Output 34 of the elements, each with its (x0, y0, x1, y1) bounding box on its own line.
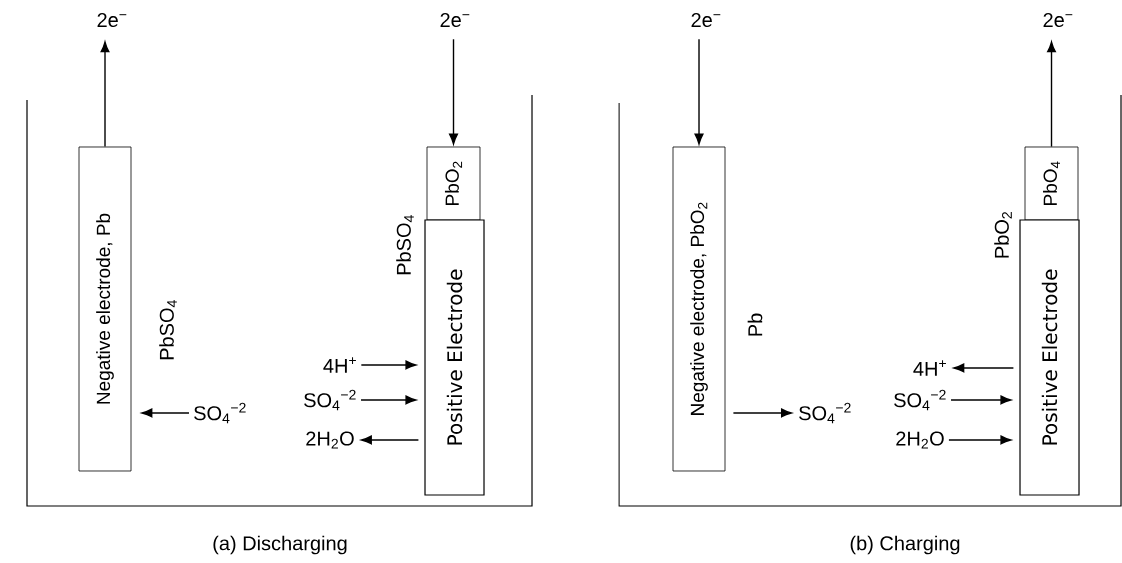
caption: (b) Charging (850, 535, 960, 555)
ion-label: SO$_{4}$−2 (194, 402, 246, 424)
ion-label: 2H$_{2}$O (896, 431, 944, 449)
ion-label: 4H$^{+}$ (913, 360, 946, 376)
arrow (361, 435, 420, 445)
arrow (360, 360, 417, 370)
ion-label: SO$_{4}$−2 (304, 389, 356, 411)
electron-label: 2e$^{−}$ (440, 12, 470, 28)
electrode-box: Negative electrode, PbO$_{2}$ (672, 146, 726, 472)
ion-label: 4H$^{+}$ (323, 357, 356, 373)
coating-box: PbO$_{2}$ (426, 146, 481, 221)
deposit-label: PbO$_{2}$ (994, 212, 1012, 258)
arrow (948, 435, 1012, 445)
electrode-box: Negative electrode, Pb (78, 146, 132, 472)
caption: (a) Discharging (213, 535, 347, 555)
electron-label: 2e$^{−}$ (691, 12, 721, 28)
arrow (1047, 41, 1056, 148)
coating-box: PbO$_{4}$ (1024, 146, 1079, 221)
electron-label: 2e$^{−}$ (97, 12, 127, 28)
arrow (449, 38, 458, 145)
arrow (360, 395, 417, 405)
arrow (141, 408, 190, 418)
ion-label: SO$_{4}$−2 (894, 389, 946, 411)
arrow (953, 363, 1015, 373)
arrow (950, 395, 1012, 405)
deposit-label: PbSO$_{4}$ (159, 300, 177, 360)
arrow (732, 408, 792, 418)
ion-label: 2H$_{2}$O (306, 431, 354, 449)
deposit-label: PbSO$_{4}$ (396, 215, 414, 275)
deposit-label: Pb (747, 313, 763, 336)
arrow (694, 38, 704, 145)
arrow (100, 41, 110, 148)
ion-label: SO$_{4}$−2 (799, 402, 851, 424)
electron-label: 2e$^{−}$ (1043, 12, 1073, 28)
